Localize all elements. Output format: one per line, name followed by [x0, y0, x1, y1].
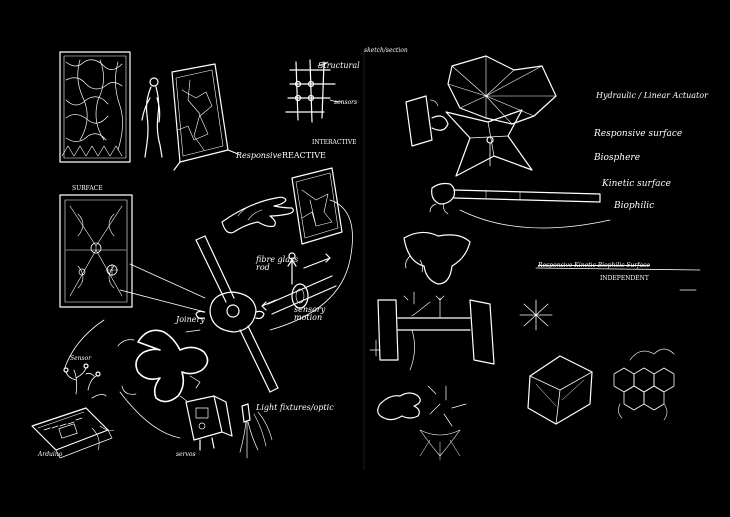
label-sensory-motion: sensory motion: [294, 305, 326, 322]
cross-mark-sketch: [519, 299, 553, 331]
label-responsive: Responsive: [236, 151, 282, 160]
label-interactive: INTERACTIVE: [312, 139, 357, 146]
small-panel-sketch: [405, 95, 449, 147]
label-biosphere: Biosphere: [594, 153, 641, 163]
label-responsive-surface: Responsive surface: [594, 129, 683, 139]
label-reactive: REACTIVE: [282, 151, 326, 160]
cube-sketch: [527, 355, 593, 425]
perspective-panel-sketch: [171, 63, 239, 171]
tensile-structure-sketch: [445, 109, 533, 177]
label-arduino: Arduino: [38, 451, 63, 458]
human-figure-sketch: [141, 77, 163, 158]
label-sensors-top: sensors: [334, 99, 358, 106]
sensory-motion-sketch: [261, 252, 337, 315]
label-sensor: Sensor: [70, 355, 92, 362]
textured-panel-sketch: [59, 51, 131, 163]
arduino-board-sketch: [31, 407, 115, 459]
label-surface: SURFACE: [72, 185, 103, 192]
fibre-glass-rod-sketch: [195, 235, 279, 393]
burst-hand-sketch: [377, 385, 467, 461]
cross-node-sketch: [403, 231, 471, 285]
light-fixtures-sketch: [239, 403, 273, 459]
label-top-note: sketch/section: [364, 47, 408, 54]
label-fibre-glass: fibre glass rod: [256, 255, 299, 272]
reactive-panel-sketch: [291, 167, 343, 245]
label-struck-line: Responsive Kinetic Biophilic Surface: [538, 262, 650, 269]
hand-sketch: [221, 196, 294, 234]
actuator-sketch: [429, 182, 611, 229]
sensor-sketch: [63, 363, 107, 399]
label-hydraulic: Hydraulic / Linear Actuator: [596, 91, 708, 100]
joinery-node-sketch: [117, 329, 209, 403]
structural-grid-sketch: [285, 59, 343, 123]
label-servos: servos: [176, 451, 196, 458]
servo-box-sketch: [185, 395, 233, 451]
label-joinery: Joinery: [176, 315, 205, 324]
hex-cells-sketch: [613, 348, 675, 421]
label-independent: INDEPENDENT: [600, 275, 649, 282]
mechanism-sketch: [369, 291, 495, 371]
surface-panel-sketch: [59, 194, 133, 308]
label-biophilic: Biophilic: [614, 201, 655, 211]
label-structural: Structural: [318, 61, 360, 70]
label-light-fixtures: Light fixtures/optic: [256, 403, 334, 412]
label-kinetic-surface: Kinetic surface: [602, 179, 671, 189]
membrane-sketch: [447, 55, 557, 125]
